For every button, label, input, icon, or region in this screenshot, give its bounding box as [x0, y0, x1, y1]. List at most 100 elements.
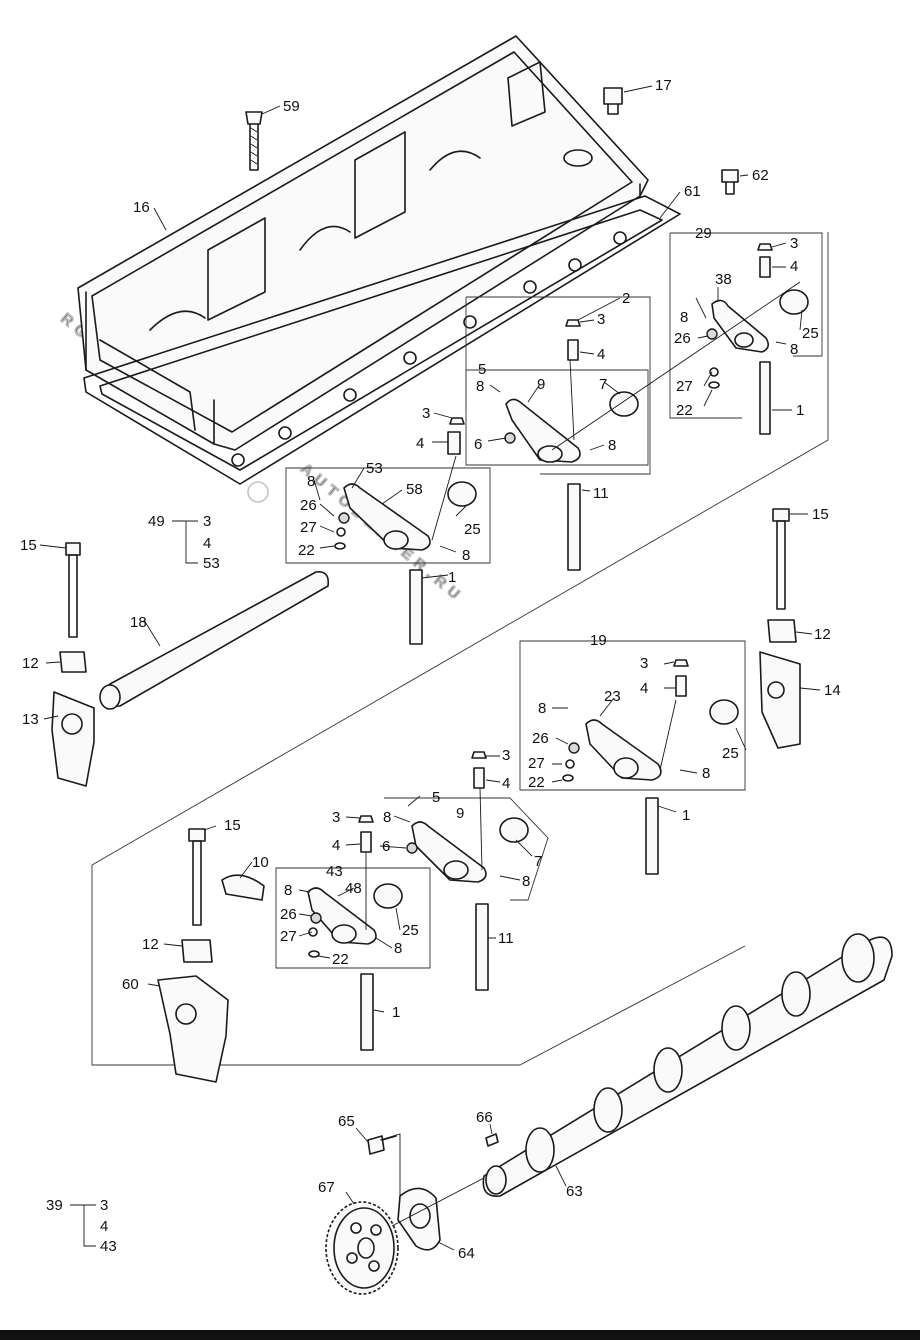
- rocker-assembly-2: [465, 281, 801, 571]
- rocker-assembly-19: [519, 640, 746, 875]
- callout-29: 29: [695, 225, 712, 242]
- callout-labels: 59 17 62 16 61 29 3 4 38 8 26 25 8 27 22…: [20, 77, 841, 1262]
- gasket-bolt-holes: [231, 231, 627, 467]
- callout-8-asm29-left: 8: [680, 309, 688, 326]
- callout-25-asm29: 25: [802, 325, 819, 342]
- callout-26-asm53: 26: [300, 497, 317, 514]
- callout-27-asm43: 27: [280, 928, 297, 945]
- callout-8-asm53-right: 8: [462, 547, 470, 564]
- callout-60: 60: [122, 976, 139, 993]
- callout-22-asm19: 22: [528, 774, 545, 791]
- callout-11-lower: 11: [498, 930, 514, 947]
- cap-10: [221, 874, 265, 901]
- callout-1-asm29: 1: [796, 402, 804, 419]
- callout-15-right: 15: [812, 506, 829, 523]
- callout-63: 63: [566, 1183, 583, 1200]
- callout-7-lower: 7: [534, 853, 542, 870]
- rocker-assembly-29: [669, 232, 823, 435]
- callout-38: 38: [715, 271, 732, 288]
- callout-12-right: 12: [814, 626, 831, 643]
- rocker-assembly-53: [285, 417, 491, 645]
- breather-17: [603, 87, 623, 115]
- callout-19: 19: [590, 632, 607, 649]
- kit-49-item-2: 4: [203, 535, 211, 552]
- callout-48: 48: [345, 880, 362, 897]
- rocker-housing: [77, 35, 649, 451]
- callout-4-asm19: 4: [640, 680, 648, 697]
- callout-8-asm19-right: 8: [702, 765, 710, 782]
- callout-4-asm43: 4: [332, 837, 340, 854]
- key-66: [485, 1133, 499, 1147]
- bolt-59: [245, 111, 263, 171]
- callout-3-asm19: 3: [640, 655, 648, 672]
- callout-2: 2: [622, 290, 630, 307]
- callout-7-upper: 7: [599, 376, 607, 393]
- callout-15-left: 15: [20, 537, 37, 554]
- bolt-15-left: [65, 542, 81, 638]
- callout-22-asm43: 22: [332, 951, 349, 968]
- thrust-plate-64: [397, 1187, 441, 1251]
- rocker-assembly-43: [275, 815, 431, 1051]
- callout-5-upper: 5: [478, 361, 486, 378]
- kit-49: 49 3 4 53: [148, 513, 220, 572]
- callout-53: 53: [366, 460, 383, 477]
- callout-4-asm5-lower: 4: [502, 775, 510, 792]
- callout-1-asm19: 1: [682, 807, 690, 824]
- kit-49-item-1: 3: [203, 513, 211, 530]
- callout-4-asm2: 4: [597, 346, 605, 363]
- callout-25-asm43: 25: [402, 922, 419, 939]
- support-14: [759, 651, 801, 749]
- rocker-assembly-5-lower: [384, 751, 549, 991]
- callout-26-asm43: 26: [280, 906, 297, 923]
- kit-39: 39 3 4 43: [46, 1197, 117, 1255]
- callout-3-asm5-lower: 3: [502, 747, 510, 764]
- rocker-shaft-18: [99, 570, 330, 710]
- bolt-15-right: [772, 508, 790, 610]
- callout-4-asm53: 4: [416, 435, 424, 452]
- callout-23: 23: [604, 688, 621, 705]
- callout-17: 17: [655, 77, 672, 94]
- callout-12-left: 12: [22, 655, 39, 672]
- callout-8-asm53-left: 8: [307, 473, 315, 490]
- callout-3-asm29: 3: [790, 235, 798, 252]
- bottom-border-bar: [0, 1330, 920, 1340]
- callout-16: 16: [133, 199, 150, 216]
- callout-8-asm29-right: 8: [790, 341, 798, 358]
- callout-67: 67: [318, 1179, 335, 1196]
- kit-39-label: 39: [46, 1197, 63, 1214]
- callout-8-asm2-left: 8: [476, 378, 484, 395]
- callout-13: 13: [22, 711, 39, 728]
- callout-66: 66: [476, 1109, 493, 1126]
- callout-27-asm19: 27: [528, 755, 545, 772]
- callout-22-asm29: 22: [676, 402, 693, 419]
- callout-8-asm43-right: 8: [394, 940, 402, 957]
- callout-11-upper: 11: [593, 485, 609, 502]
- callout-25-asm19: 25: [722, 745, 739, 762]
- callout-4-asm29: 4: [790, 258, 798, 275]
- callout-9-upper: 9: [537, 376, 545, 393]
- callout-64: 64: [458, 1245, 475, 1262]
- callout-8-asm19-left: 8: [538, 700, 546, 717]
- callout-3-asm43: 3: [332, 809, 340, 826]
- kit-49-item-3: 53: [203, 555, 220, 572]
- callout-6-lower: 6: [382, 838, 390, 855]
- kit-39-item-3: 43: [100, 1238, 117, 1255]
- callout-43: 43: [326, 863, 343, 880]
- callout-8-asm43-left: 8: [284, 882, 292, 899]
- plug-62: [721, 169, 739, 195]
- callout-5-lower: 5: [432, 789, 440, 806]
- support-60: [157, 975, 229, 1083]
- callout-3-asm2: 3: [597, 311, 605, 328]
- callout-65: 65: [338, 1113, 355, 1130]
- callout-10: 10: [252, 854, 269, 871]
- callout-25-asm53: 25: [464, 521, 481, 538]
- housing-gasket: [83, 195, 681, 485]
- kit-39-item-2: 4: [100, 1218, 108, 1235]
- callout-1-asm53: 1: [448, 569, 456, 586]
- kit-49-label: 49: [148, 513, 165, 530]
- cam-gear-67: [325, 1177, 485, 1295]
- callout-26-asm29: 26: [674, 330, 691, 347]
- callout-61: 61: [684, 183, 701, 200]
- callout-1-asm43: 1: [392, 1004, 400, 1021]
